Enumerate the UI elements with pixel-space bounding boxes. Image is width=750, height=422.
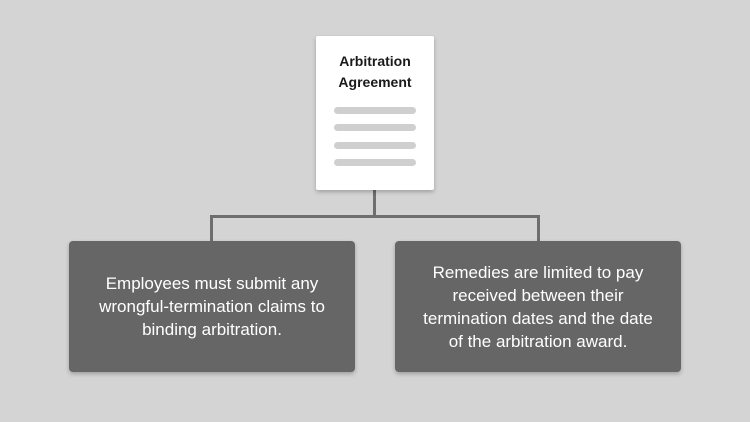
remedies-box: Remedies are limited to pay received bet… [395,241,681,372]
box-text-line: termination dates and the date [423,308,653,328]
document-title-line: Agreement [338,74,412,90]
document-text-line [334,124,416,131]
claims-box: Employees must submit any wrongful-termi… [69,241,355,372]
box-text-line: wrongful-termination claims to [99,297,325,316]
box-text-line: received between their [452,285,624,305]
box-text-line: binding arbitration. [142,320,282,339]
document-text-line [334,159,416,166]
document-icon: Arbitration Agreement [316,36,434,190]
box-text-line: Employees must submit any [105,274,319,293]
connector-right-drop [537,215,540,242]
remedies-box-text: Remedies are limited to pay received bet… [423,261,653,353]
connector-left-drop [210,215,213,242]
connector-stem [373,190,376,217]
box-text-line: of the arbitration award. [448,331,628,351]
document-text-line [334,107,416,114]
connector-horizontal [210,215,540,218]
box-text-line: Remedies are limited to pay [432,262,644,282]
document-title: Arbitration Agreement [316,51,434,93]
claims-box-text: Employees must submit any wrongful-termi… [99,272,325,341]
document-text-line [334,142,416,149]
document-title-line: Arbitration [339,53,411,69]
